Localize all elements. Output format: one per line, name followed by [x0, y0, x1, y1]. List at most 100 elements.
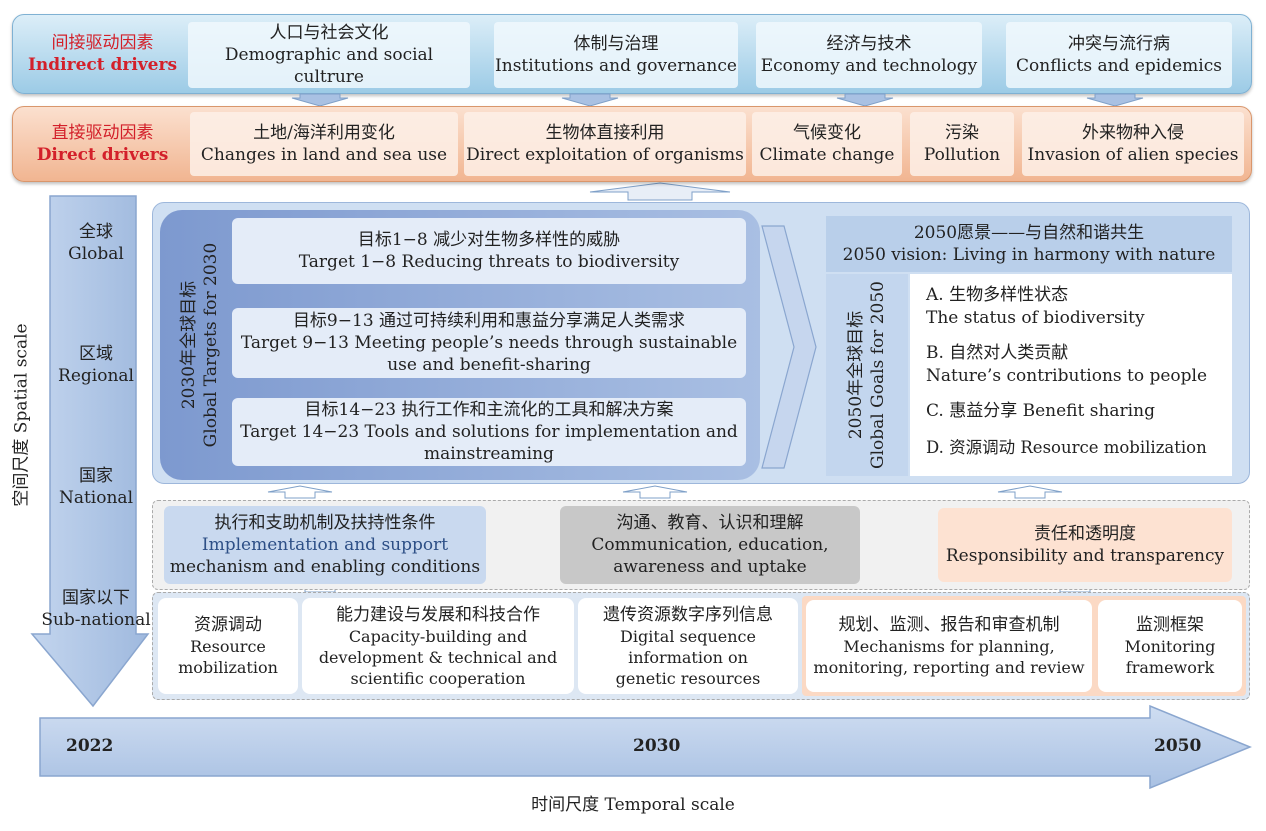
year-mid: 2030: [633, 736, 681, 756]
indirect-label-zh: 间接驱动因素: [51, 33, 154, 53]
direct-item-en: Changes in land and sea use: [200, 145, 448, 165]
spatial-level-en: Regional: [58, 366, 134, 386]
spatial-level-en: Global: [68, 244, 124, 264]
enabling-zh: 执行和支助机制及扶持性条件: [214, 513, 436, 533]
enabling-en-line: awareness and uptake: [613, 557, 807, 577]
goal-a: A. 生物多样性状态 The status of biodiversity: [926, 284, 1145, 330]
target-item: 目标1−8 减少对生物多样性的威胁 Target 1−8 Reducing th…: [232, 218, 746, 284]
base-line: Digital sequence: [620, 626, 756, 646]
enabling-item: 责任和透明度 Responsibility and transparency: [938, 508, 1232, 582]
base-item: 监测框架 Monitoring framework: [1098, 600, 1242, 692]
down-arrow-icon: [1086, 93, 1144, 107]
spatial-level-zh: 国家以下: [62, 588, 130, 608]
direct-item-en: Climate change: [759, 145, 895, 165]
goal-zh: D. 资源调动 Resource mobilization: [926, 438, 1207, 457]
direct-label-zh: 直接驱动因素: [51, 123, 154, 143]
direct-label-en: Direct drivers: [36, 145, 169, 165]
up-arrow-icon: [622, 485, 688, 499]
base-line: development & technical and: [318, 647, 558, 667]
goals-2050-list: A. 生物多样性状态 The status of biodiversity B.…: [910, 274, 1232, 476]
base-zh: 遗传资源数字序列信息: [603, 604, 773, 625]
base-line: Capacity-building and: [348, 626, 528, 646]
direct-driver-item: 气候变化 Climate change: [752, 112, 902, 176]
base-item: 遗传资源数字序列信息 Digital sequence information …: [578, 598, 798, 694]
enabling-item: 执行和支助机制及扶持性条件 Implementation and support…: [164, 506, 486, 584]
base-zh: 能力建设与发展和科技合作: [336, 604, 540, 625]
base-line: genetic resources: [615, 668, 761, 688]
direct-driver-item: 外来物种入侵 Invasion of alien species: [1022, 112, 1244, 176]
down-arrow-icon: [836, 93, 894, 107]
targets-side-en: Global Targets for 2030: [201, 242, 221, 448]
direct-item-zh: 污染: [945, 123, 979, 143]
spatial-axis-label: 空间尺度 Spatial scale: [11, 323, 32, 507]
spatial-level-zh: 国家: [79, 466, 113, 486]
enabling-en-line: mechanism and enabling conditions: [169, 557, 481, 577]
goals-side-zh: 2050年全球目标: [846, 310, 866, 440]
indirect-item-en: Institutions and governance: [495, 56, 737, 76]
spatial-level: 区域 Regional: [48, 340, 144, 390]
target-item: 目标14−23 执行工作和主流化的工具和解决方案 Target 14−23 To…: [232, 398, 746, 466]
base-line: scientific cooperation: [350, 668, 526, 688]
indirect-driver-item: 经济与技术 Economy and technology: [756, 22, 982, 88]
goal-zh: B. 自然对人类贡献: [926, 343, 1069, 363]
base-line: mobilization: [178, 658, 278, 677]
spatial-level: 国家 National: [48, 462, 144, 512]
direct-item-en: Invasion of alien species: [1027, 145, 1239, 165]
indirect-drivers-label: 间接驱动因素 Indirect drivers: [20, 26, 185, 82]
indirect-item-zh: 体制与治理: [573, 34, 659, 54]
enabling-en-line: Communication, education,: [591, 535, 829, 555]
spatial-level-zh: 全球: [79, 222, 113, 242]
enabling-en-line: Implementation and support: [201, 535, 449, 555]
up-arrow-icon: [997, 485, 1063, 499]
spatial-axis-label-wrap: 空间尺度 Spatial scale: [8, 300, 32, 530]
target-en-line: use and benefit-sharing: [387, 355, 591, 375]
spatial-level-en: National: [58, 488, 134, 508]
spatial-level: 国家以下 Sub-national: [40, 584, 152, 634]
base-item: 规划、监测、报告和审查机制 Mechanisms for planning, m…: [806, 600, 1092, 692]
base-line: Mechanisms for planning,: [843, 637, 1055, 656]
base-line: information on: [628, 647, 748, 667]
base-zh: 规划、监测、报告和审查机制: [838, 615, 1060, 635]
goals-side-en: Global Goals for 2050: [868, 281, 888, 469]
spatial-level: 全球 Global: [48, 218, 144, 268]
goal-b: B. 自然对人类贡献 Nature’s contributions to peo…: [926, 342, 1207, 388]
vision-2050-box: 2050愿景——与自然和谐共生 2050 vision: Living in h…: [826, 216, 1232, 272]
base-line: Monitoring: [1124, 637, 1216, 656]
direct-item-zh: 土地/海洋利用变化: [253, 123, 395, 143]
target-en-line: Target 9−13 Meeting people’s needs throu…: [240, 333, 738, 353]
base-line: Resource: [190, 637, 266, 656]
temporal-axis-label: 时间尺度 Temporal scale: [531, 795, 735, 815]
targets-side-label-wrap: 2030年全球目标 Global Targets for 2030: [172, 214, 228, 476]
indirect-driver-item: 人口与社会文化 Demographic and social cultrure: [188, 22, 470, 88]
year-start: 2022: [66, 736, 114, 756]
indirect-driver-item: 体制与治理 Institutions and governance: [494, 22, 738, 88]
direct-item-zh: 生物体直接利用: [545, 123, 665, 143]
direct-item-en: Direct exploitation of organisms: [466, 145, 744, 165]
direct-item-zh: 气候变化: [793, 123, 861, 143]
goals-side-label-wrap: 2050年全球目标 Global Goals for 2050: [826, 274, 908, 476]
target-zh: 目标1−8 减少对生物多样性的威胁: [357, 230, 621, 250]
base-item: 资源调动 Resource mobilization: [158, 598, 298, 694]
spatial-level-zh: 区域: [79, 344, 113, 364]
year-end: 2050: [1154, 736, 1202, 756]
up-arrow-icon: [267, 485, 333, 499]
goal-zh: A. 生物多样性状态: [926, 285, 1069, 305]
indirect-item-en: Demographic and social cultrure: [224, 45, 434, 87]
indirect-item-zh: 人口与社会文化: [269, 23, 389, 43]
target-item: 目标9−13 通过可持续利用和惠益分享满足人类需求 Target 9−13 Me…: [232, 308, 746, 378]
temporal-scale-arrow: [39, 704, 1252, 790]
direct-driver-item: 土地/海洋利用变化 Changes in land and sea use: [190, 112, 458, 176]
target-en-line: Target 1−8 Reducing threats to biodivers…: [298, 252, 680, 272]
target-zh: 目标9−13 通过可持续利用和惠益分享满足人类需求: [292, 311, 686, 331]
direct-driver-item: 生物体直接利用 Direct exploitation of organisms: [464, 112, 746, 176]
spatial-level-en: Sub-national: [41, 610, 151, 630]
direct-drivers-label: 直接驱动因素 Direct drivers: [20, 116, 185, 172]
indirect-item-en: Conflicts and epidemics: [1016, 56, 1222, 76]
down-arrow-icon: [291, 93, 349, 107]
target-en-line: Target 14−23 Tools and solutions for imp…: [240, 422, 738, 442]
up-arrow-icon: [589, 182, 731, 201]
goal-zh: C. 惠益分享 Benefit sharing: [926, 401, 1155, 421]
goal-en: The status of biodiversity: [926, 308, 1145, 328]
base-item: 能力建设与发展和科技合作 Capacity-building and devel…: [302, 598, 574, 694]
direct-item-en: Pollution: [923, 145, 1001, 165]
